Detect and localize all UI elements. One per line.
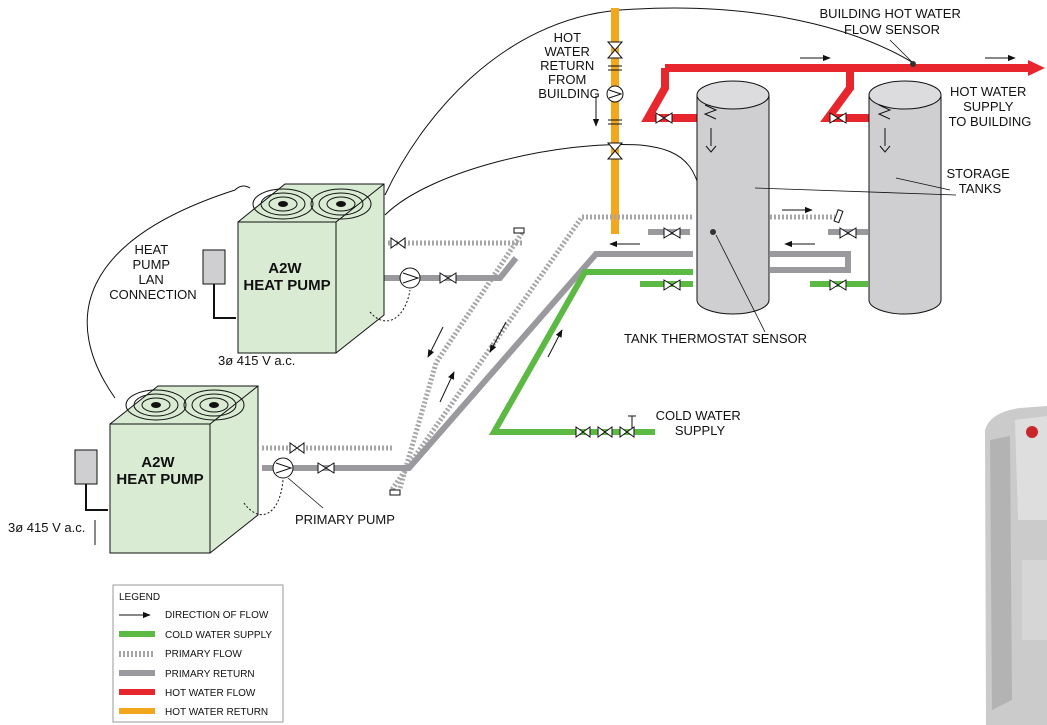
- hot-supply-arrow-head: [1028, 60, 1045, 76]
- legend-label-hotreturn: HOT WATER RETURN: [165, 707, 268, 718]
- storage-tank-2: [868, 80, 942, 315]
- primary-flow-pipe: [262, 214, 835, 494]
- tank-thermostat-dot: [710, 229, 716, 235]
- hot-water-return-pipe: [592, 8, 624, 234]
- legend-title: LEGEND: [119, 592, 160, 603]
- label-tank-thermostat: TANK THERMOSTAT SENSOR: [624, 331, 807, 346]
- water-heater-photo: [985, 406, 1047, 725]
- electrical-box-top: [202, 249, 226, 285]
- label-building-sensor: BUILDING HOT WATER FLOW SENSOR: [820, 6, 965, 37]
- storage-tank-1: [696, 80, 770, 315]
- legend-label-cold: COLD WATER SUPPLY: [165, 630, 272, 641]
- label-hw-supply: HOT WATER SUPPLY TO BUILDING: [949, 84, 1032, 129]
- legend: LEGEND DIRECTION OF FLOW COLD WATER SUPP…: [112, 584, 284, 723]
- label-storage-tanks: STORAGE TANKS: [947, 166, 1014, 196]
- label-primary-pump: PRIMARY PUMP: [295, 512, 395, 527]
- label-lan-connection: HEAT PUMP LAN CONNECTION: [109, 242, 196, 302]
- label-power-top: 3ø 415 V a.c.: [218, 353, 295, 368]
- primary-pump-bottom: [272, 457, 294, 479]
- legend-label-direction: DIRECTION OF FLOW: [165, 610, 269, 621]
- heat-pump-bottom: [109, 385, 259, 554]
- legend-label-pflow: PRIMARY FLOW: [165, 649, 242, 660]
- legend-label-hotflow: HOT WATER FLOW: [165, 688, 256, 699]
- primary-pump-top: [399, 267, 421, 289]
- legend-label-preturn: PRIMARY RETURN: [165, 669, 255, 680]
- label-heat-pump-top: A2W HEAT PUMP: [243, 260, 330, 294]
- label-hw-return: HOT WATER RETURN FROM BUILDING: [538, 30, 599, 101]
- hot-water-flow-pipe: [641, 64, 1030, 122]
- heat-pump-top: [237, 183, 385, 354]
- flow-sensor-dot: [910, 61, 916, 67]
- label-power-bottom: 3ø 415 V a.c.: [8, 520, 85, 535]
- primary-return-pipe: [262, 229, 868, 471]
- label-cold-water: COLD WATER SUPPLY: [656, 408, 745, 438]
- label-heat-pump-bottom: A2W HEAT PUMP: [116, 454, 203, 488]
- electrical-box-bottom: [74, 449, 98, 485]
